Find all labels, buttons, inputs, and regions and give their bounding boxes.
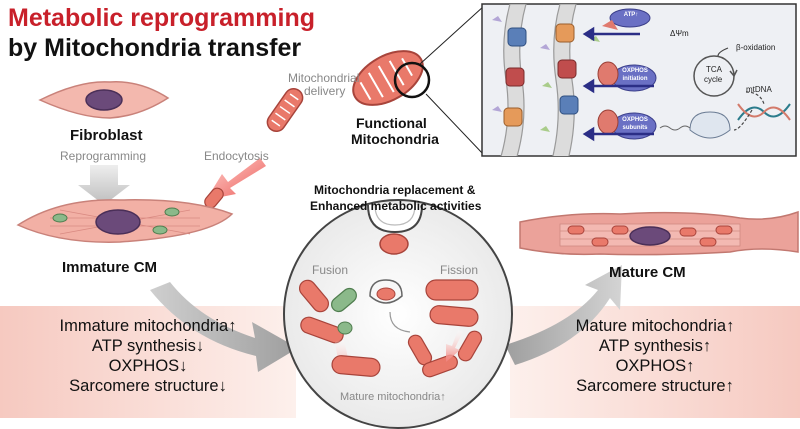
mtdna-label: mtDNA	[746, 85, 772, 94]
functional-mito-label-2: Mitochondria	[351, 131, 439, 147]
oxphos-sub-label-1: OXPHOS	[622, 117, 648, 123]
atp-label: ATP↑	[623, 12, 639, 18]
oxphos-sub-label-2: subunits	[622, 125, 648, 131]
fibroblast-label: Fibroblast	[70, 127, 143, 144]
mito-delivery-label-2: delivery	[304, 84, 346, 98]
left-gray-arrow	[150, 282, 298, 372]
oxphos-init-label-1: OXPHOS	[622, 68, 648, 74]
functional-mito-label-1: Functional	[356, 115, 427, 131]
left-summary-panel	[0, 306, 296, 418]
right-gray-arrow	[505, 265, 622, 365]
oxphos-init-label-2: initiation	[622, 76, 648, 82]
immature-cm-cell	[16, 199, 234, 243]
magnifier-circle	[393, 61, 431, 99]
right-item-1: Mature mitochondria↑	[575, 317, 735, 335]
mature-cm-label: Mature CM	[609, 264, 686, 281]
immature-cm-label: Immature CM	[62, 259, 158, 276]
fusion-mitochondria	[298, 279, 381, 377]
tca-label-1: TCA	[706, 65, 722, 74]
mature-mito-circle-label: Mature mitochondria↑	[340, 391, 446, 403]
left-item-4: Sarcomere structure↓	[69, 377, 227, 396]
replacement-label-1: Mitochondria replacement &	[314, 183, 476, 197]
right-item-3: OXPHOS↑	[615, 357, 695, 376]
delta-psi-label: ΔΨm	[670, 29, 689, 38]
inset-panel	[481, 3, 797, 157]
left-item-1: Immature mitochondria↑	[59, 317, 237, 335]
zoom-lines	[419, 5, 485, 156]
delivered-mitochondrion	[266, 87, 304, 133]
fission-label: Fission	[440, 263, 479, 277]
endocytosis-label: Endocytosis	[204, 149, 269, 163]
mature-cm-cell	[519, 210, 799, 256]
replacement-label-2: Enhanced metabolic activities	[310, 199, 482, 213]
fibroblast-cell	[38, 81, 170, 119]
right-item-2: ATP synthesis↑	[598, 337, 712, 356]
right-item-4: Sarcomere structure↑	[576, 377, 734, 396]
left-summary-text: Immature mitochondria↑ ATP synthesis↓ OX…	[0, 316, 296, 397]
left-item-2: ATP synthesis↓	[91, 337, 205, 356]
right-summary-text: Mature mitochondria↑ ATP synthesis↑ OXPH…	[510, 316, 800, 397]
reprogramming-label: Reprogramming	[60, 149, 147, 163]
title-line-2: by Mitochondria transfer	[8, 34, 302, 62]
reprogramming-arrow	[78, 165, 130, 205]
fusion-label: Fusion	[312, 263, 349, 277]
title-line-1: Metabolic reprogramming	[8, 4, 315, 32]
fission-mitochondria	[407, 279, 483, 378]
left-item-3: OXPHOS↓	[108, 357, 188, 376]
beta-oxidation-label: β-oxidation	[736, 43, 776, 52]
tca-label-2: cycle	[704, 75, 723, 84]
mito-delivery-label-1: Mitochondrial	[288, 71, 360, 85]
